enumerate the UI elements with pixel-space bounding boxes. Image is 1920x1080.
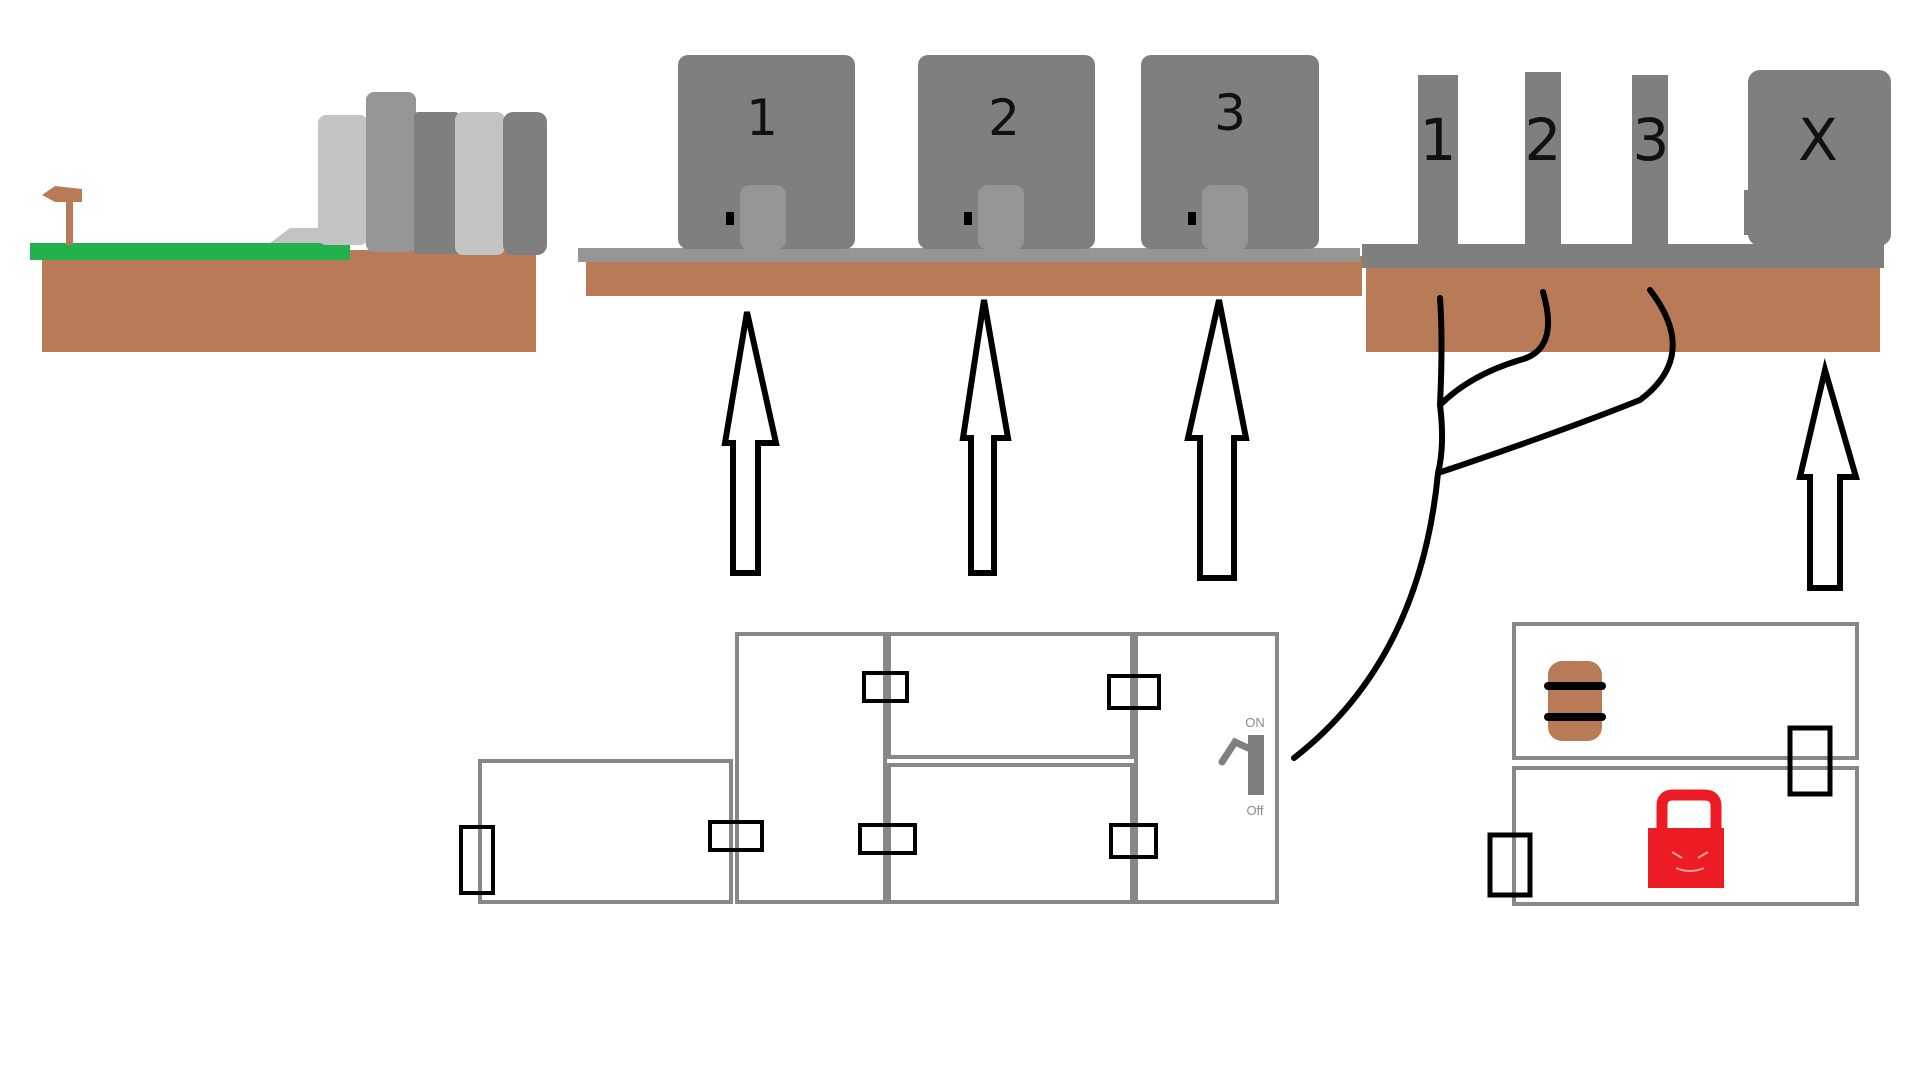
door	[1107, 674, 1161, 710]
middle-platform: 1 2 3	[578, 55, 1362, 296]
switch-on-label: ON	[1245, 715, 1265, 730]
room-lower	[887, 763, 1134, 904]
switch-icon: ON Off	[1218, 715, 1265, 818]
door	[858, 823, 917, 855]
room-left	[478, 759, 733, 904]
door	[1487, 832, 1533, 898]
middle-rooms	[478, 632, 1279, 904]
machine-3-label: 3	[1214, 84, 1246, 142]
room-switch	[1134, 632, 1279, 904]
right-doors	[1487, 725, 1833, 898]
up-arrow-icon	[959, 299, 1012, 576]
door	[708, 820, 764, 852]
padlock-icon	[1648, 789, 1724, 888]
door	[459, 825, 495, 895]
room-tall	[735, 632, 887, 904]
stone-pillar-2	[366, 92, 416, 252]
machine-1: 1	[678, 55, 855, 250]
machine-1-dot	[726, 212, 734, 225]
machine-3: 3	[1141, 55, 1319, 250]
stone-pillar-3	[414, 112, 459, 254]
machine-3-handle	[1202, 185, 1248, 250]
right-platform: 1 2 3 X	[1291, 70, 1891, 761]
left-island-grass	[30, 243, 350, 260]
stone-pillar-1	[318, 115, 368, 245]
machine-2-dot	[964, 212, 972, 225]
signpost-icon	[42, 186, 82, 245]
up-arrow-icon	[1796, 358, 1860, 591]
stone-pillar-5	[503, 112, 547, 255]
door	[1787, 725, 1833, 797]
post-3: 3	[1632, 75, 1669, 250]
post-wires	[1291, 287, 1676, 761]
machine-2-label: 2	[988, 89, 1020, 147]
post-3-label: 3	[1633, 106, 1670, 174]
post-2: 2	[1525, 72, 1562, 250]
x-block: X	[1744, 70, 1891, 246]
right-platform-dirt	[1366, 262, 1880, 352]
machine-2-handle	[978, 185, 1024, 250]
barrel-icon	[1544, 661, 1606, 741]
post-1-label: 1	[1420, 106, 1457, 174]
middle-doors	[459, 671, 1161, 895]
middle-platform-dirt	[586, 256, 1362, 296]
left-island	[30, 92, 547, 352]
room-barrel	[1512, 622, 1859, 760]
door	[1109, 823, 1158, 859]
stone-pillar-4	[455, 112, 505, 255]
machine-1-handle	[740, 185, 786, 250]
machine-3-dot	[1188, 212, 1196, 225]
post-2-label: 2	[1525, 106, 1562, 174]
up-arrow-icon	[1184, 299, 1250, 581]
machine-2: 2	[918, 55, 1095, 250]
left-island-dirt	[42, 250, 536, 352]
machine-1-label: 1	[746, 89, 778, 147]
room-upper	[887, 632, 1134, 759]
middle-platform-slab	[578, 248, 1360, 262]
post-1: 1	[1418, 75, 1458, 250]
stone-rubble	[270, 228, 320, 243]
x-block-label: X	[1798, 106, 1838, 174]
door	[862, 671, 909, 703]
switch-off-label: Off	[1246, 803, 1263, 818]
up-arrow-icon	[721, 311, 780, 576]
